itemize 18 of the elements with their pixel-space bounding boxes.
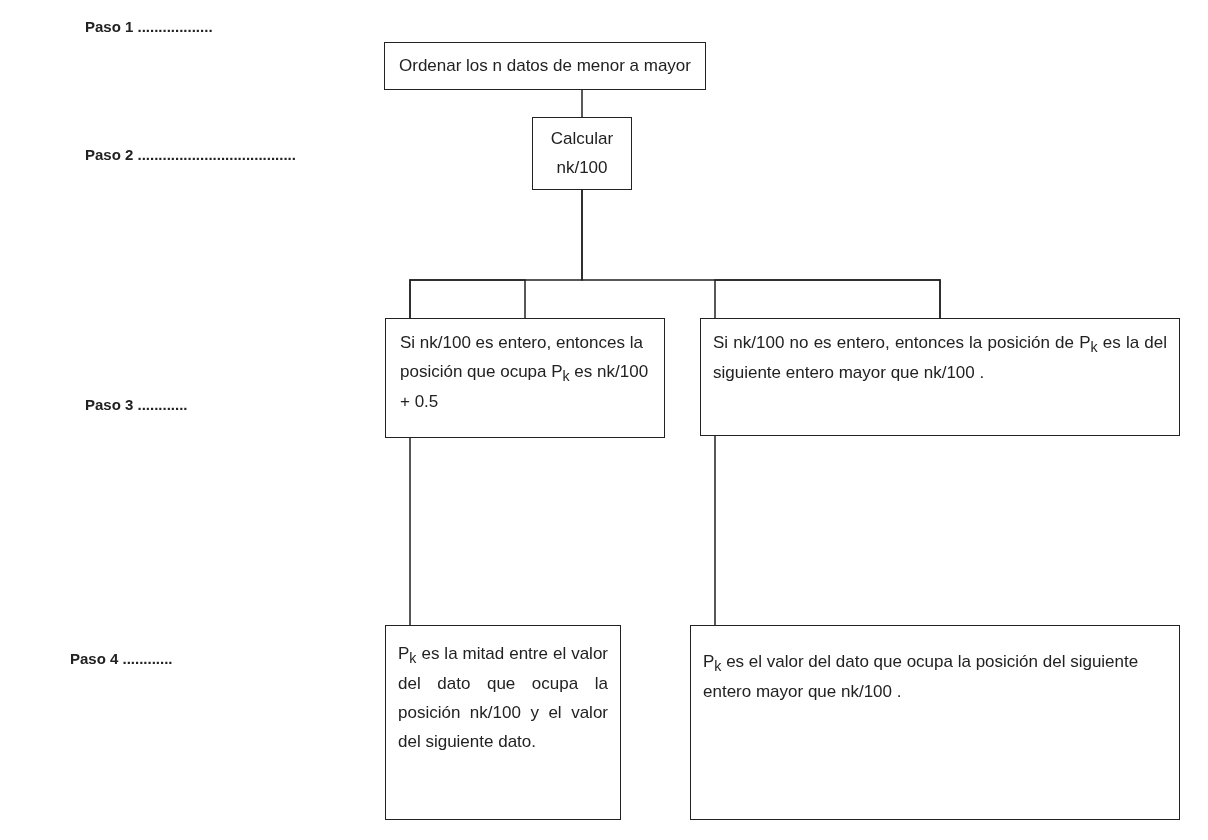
box-text: nk/100: [556, 156, 608, 179]
step-label: Paso 1 ..................: [85, 18, 213, 35]
process-box: [384, 42, 706, 90]
box-text: Si nk/100 no es entero, entonces la posición de P$_{k}$ es la del siguiente entero mayor que nk/100 .: [713, 332, 1167, 385]
step-label: Paso 3 ............: [85, 396, 188, 413]
process-box: [700, 318, 1180, 436]
box-text: Si nk/100 es entero, entonces la posición que ocupa P$_{k}$ es nk/100 + 0.5: [400, 332, 650, 414]
box-text: P$_{k}$ es el valor del dato que ocupa la posición del siguiente entero mayor que nk/100 .: [703, 651, 1140, 704]
connector-line: [581, 89, 583, 118]
process-box: [532, 117, 632, 190]
box-text: Calcular: [550, 127, 614, 150]
process-box: [385, 625, 621, 820]
box-text: P$_{k}$ es la mitad entre el valor del dato que ocupa la posición nk/100 y el valor del siguiente dato.: [398, 643, 608, 754]
process-box: [385, 318, 665, 438]
box-text: Ordenar los n datos de menor a mayor: [399, 54, 691, 77]
step-label: Paso 4 ............: [70, 650, 173, 667]
process-box: [690, 625, 1180, 820]
step-label: Paso 2 ......................................: [85, 146, 296, 163]
